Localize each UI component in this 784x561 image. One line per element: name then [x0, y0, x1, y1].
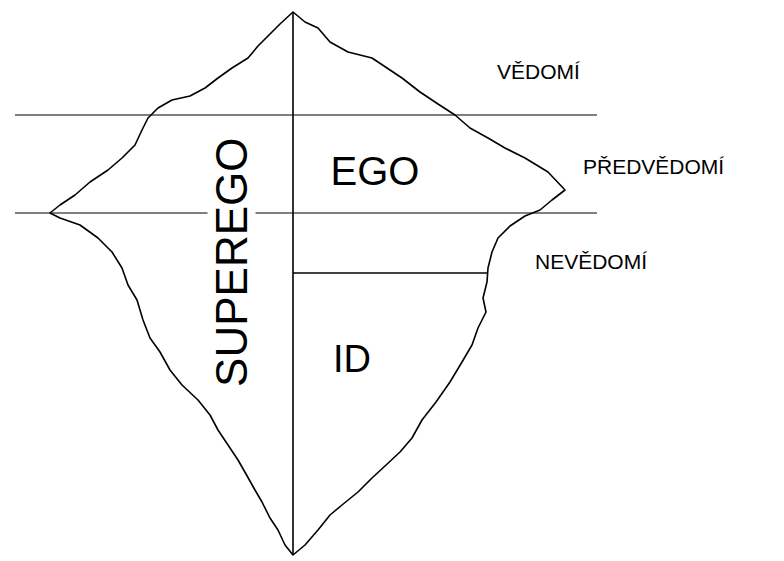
layer-line — [15, 114, 597, 115]
region-name: SUPEREGO — [208, 135, 256, 388]
layer-label: NEVĚDOMÍ — [535, 250, 647, 274]
layer-line — [15, 212, 597, 213]
divider-line — [293, 272, 487, 274]
layer-label: VĚDOMÍ — [497, 60, 580, 84]
region-area: ID — [327, 333, 377, 387]
region-area: EGO — [325, 143, 426, 199]
layer-label: PŘEDVĚDOMÍ — [583, 155, 724, 179]
iceberg-outline — [50, 12, 565, 555]
region-name: EGO — [331, 149, 420, 193]
region-vertical: SUPEREGO — [202, 129, 262, 394]
divider-line — [292, 12, 294, 555]
region-name: ID — [333, 339, 371, 381]
